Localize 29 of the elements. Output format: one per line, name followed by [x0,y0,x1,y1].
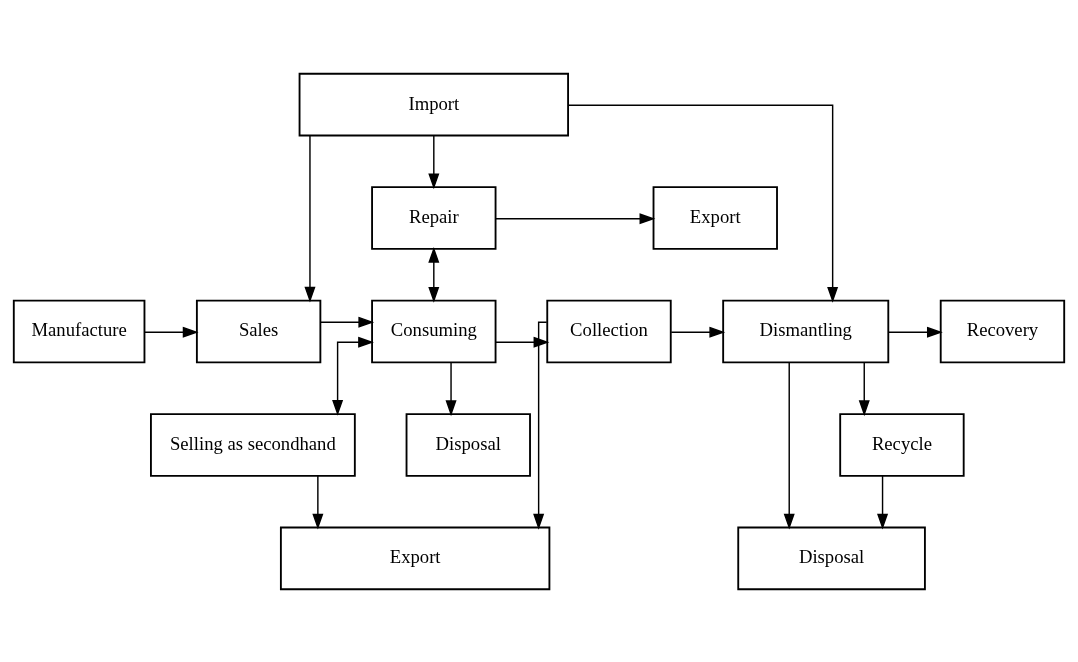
node-box: Disposal [405,412,531,477]
arrow [312,474,324,530]
arrow [445,361,457,416]
node-box: Repair [371,185,497,250]
arrow [319,316,375,328]
arrow [858,361,870,416]
arrow [304,134,316,303]
arrow [494,212,656,224]
arrow [887,326,943,338]
node-box: Import [298,72,569,136]
arrow [428,134,440,189]
node-box: Consuming [371,299,497,363]
arrow [670,326,726,338]
arrow [144,326,199,338]
node-box: Disposal [737,526,926,590]
node-box: Dismantling [722,299,890,363]
node-box: Recovery [939,299,1066,363]
node-box: Manufacture [12,299,146,363]
node-box: Export [279,526,551,590]
arrow [567,104,839,303]
arrow [428,246,440,303]
node-box: Export [652,185,778,250]
node-box: Sales [195,299,322,363]
arrow [877,474,889,530]
node-box: Collection [546,299,672,363]
node-box: Selling as secondhand [150,412,356,477]
arrow [783,361,795,529]
arrow [332,336,374,416]
node-box: Recycle [839,412,965,477]
